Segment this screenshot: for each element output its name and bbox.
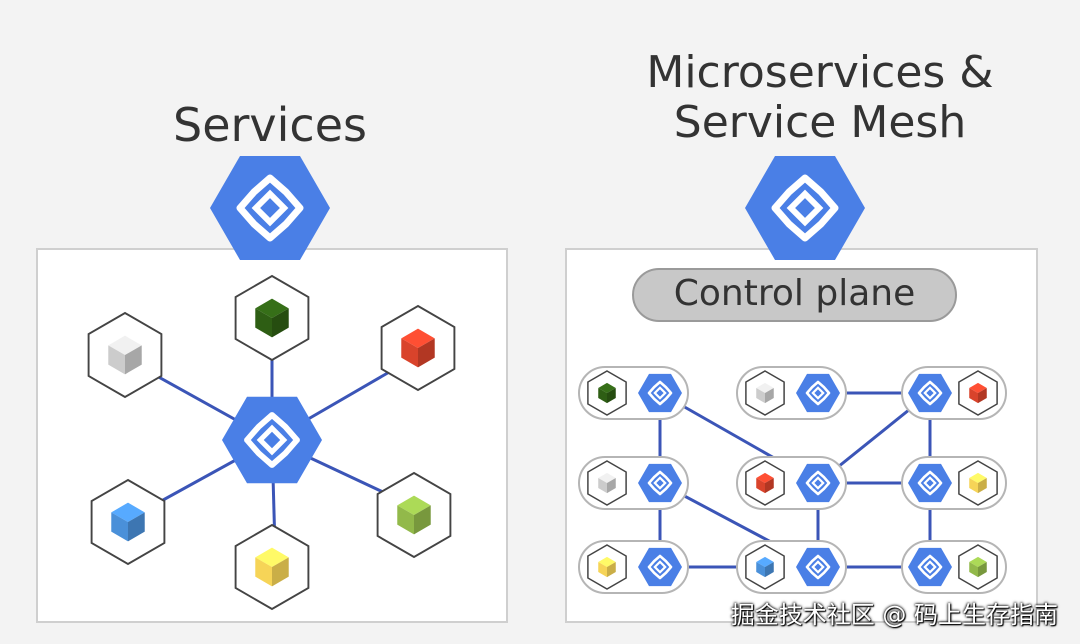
gateway-hexagon-icon bbox=[908, 547, 952, 587]
gateway-hexagon-icon bbox=[210, 156, 330, 260]
gateway-hexagon-icon bbox=[908, 373, 952, 413]
gateway-hexagon-icon bbox=[796, 373, 840, 413]
mesh-service-icon bbox=[958, 370, 998, 416]
gateway-hexagon-icon bbox=[796, 463, 840, 503]
gateway-hexagon-icon bbox=[908, 463, 952, 503]
gateway-hexagon-icon bbox=[222, 396, 322, 484]
mesh-service-icon bbox=[587, 370, 627, 416]
mesh-service-icon bbox=[745, 460, 785, 506]
gateway-hexagon-icon bbox=[796, 547, 840, 587]
service-cubes bbox=[87, 274, 998, 611]
watermark: 掘金技术社区 @ 码上生存指南 bbox=[730, 601, 1058, 629]
service-yellow-icon bbox=[234, 523, 310, 611]
control-plane: Control plane bbox=[632, 268, 957, 322]
mesh-service-icon bbox=[745, 544, 785, 590]
service-mesh-title-line1: Microservices & bbox=[646, 47, 994, 98]
gateway-hexagon-icon bbox=[638, 547, 682, 587]
service-mesh-title: Microservices & Service Mesh bbox=[580, 48, 1060, 147]
service-blue-icon bbox=[90, 478, 166, 566]
service-green-dark-icon bbox=[234, 274, 310, 362]
service-mesh-title-line2: Service Mesh bbox=[673, 96, 967, 148]
mesh-service-icon bbox=[745, 370, 785, 416]
mesh-service-icon bbox=[958, 460, 998, 506]
service-gray-icon bbox=[87, 311, 163, 399]
service-green-light-icon bbox=[376, 471, 452, 559]
gateway-hexagons bbox=[210, 156, 952, 587]
mesh-service-icon bbox=[958, 544, 998, 590]
services-title: Services bbox=[173, 98, 367, 152]
mesh-service-icon bbox=[587, 544, 627, 590]
gateway-hexagon-icon bbox=[638, 463, 682, 503]
gateway-hexagon-icon bbox=[638, 373, 682, 413]
service-red-icon bbox=[380, 304, 456, 392]
mesh-service-icon bbox=[587, 460, 627, 506]
gateway-hexagon-icon bbox=[745, 156, 865, 260]
